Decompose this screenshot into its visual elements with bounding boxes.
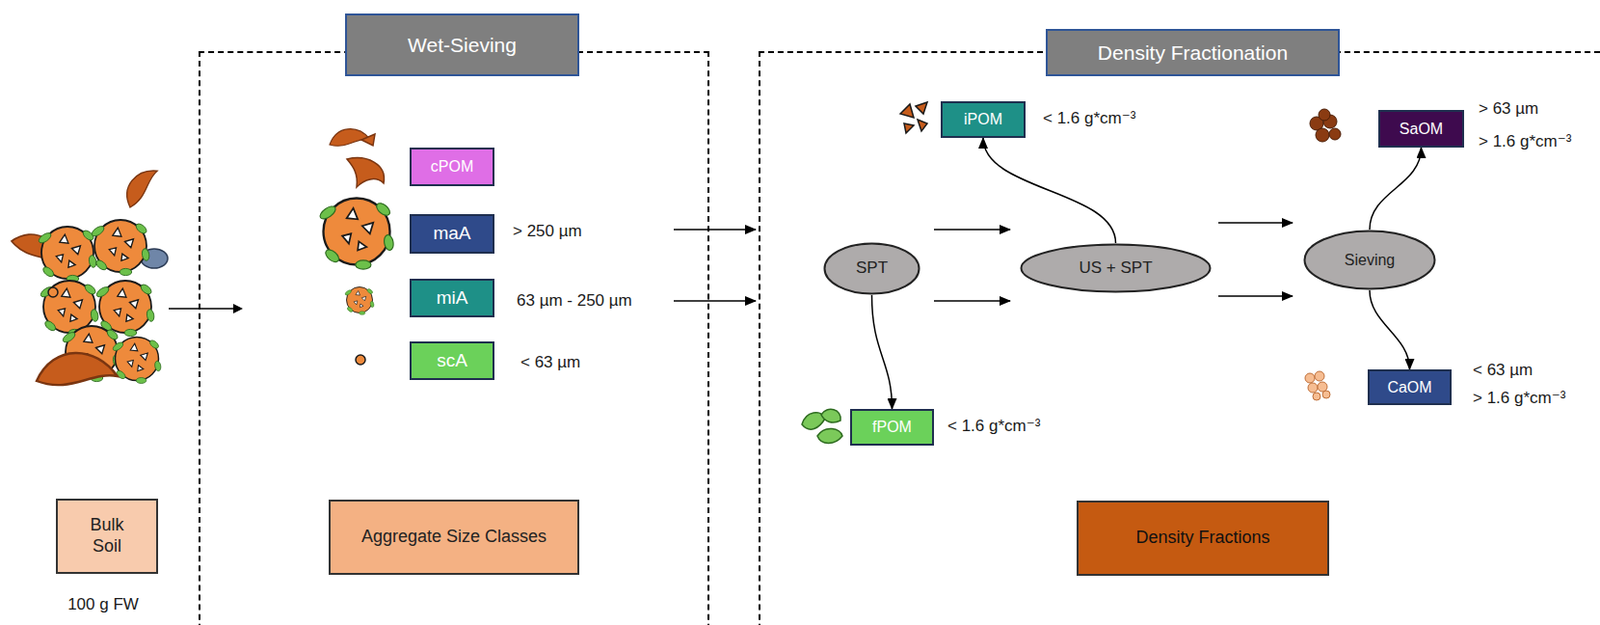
fraction-box: maA: [409, 213, 495, 254]
fraction-box: CaOM: [1367, 369, 1452, 405]
flow-arrow: [1369, 290, 1411, 370]
node-label: fPOM: [872, 417, 912, 436]
step-ellipse: SPT: [823, 241, 921, 295]
annotation-label: > 1.6 g*cm⁻³: [1470, 387, 1568, 408]
summary-box: Aggregate Size Classes: [328, 499, 580, 575]
fraction-box: iPOM: [940, 101, 1026, 138]
annotation-label: 63 µm - 250 µm: [514, 291, 635, 311]
annotation-label: > 1.6 g*cm⁻³: [1476, 131, 1574, 152]
process-region: Density FractionationiPOMSaOMSPTUS + SPT…: [758, 51, 1600, 625]
flow-arrow: [933, 228, 1011, 231]
node-label: Density Fractions: [1135, 527, 1270, 549]
annotation-label: < 1.6 g*cm⁻³: [945, 415, 1042, 436]
step-ellipse: US + SPT: [1019, 242, 1212, 294]
node-label: iPOM: [963, 109, 1003, 129]
flow-arrow: [1369, 147, 1422, 230]
region-heading: Wet-Sieving: [345, 13, 580, 77]
node-label: Bulk Soil: [78, 514, 136, 557]
node-label: SPT: [855, 258, 888, 278]
node-label: scA: [436, 349, 468, 373]
node-label: Aggregate Size Classes: [361, 526, 547, 548]
flow-arrow: [673, 228, 756, 231]
flow-arrow: [1218, 221, 1293, 224]
annotation-label: 100 g FW: [65, 594, 141, 614]
fraction-box: fPOM: [850, 408, 934, 446]
node-label: US + SPT: [1078, 258, 1152, 278]
step-ellipse: Sieving: [1303, 229, 1437, 291]
flow-arrow: [673, 299, 756, 302]
node-label: Sieving: [1344, 250, 1395, 269]
annotation-label: > 63 µm: [1476, 99, 1541, 119]
summary-box: Density Fractions: [1076, 500, 1330, 576]
source-box: Bulk Soil: [55, 498, 159, 574]
node-label: miA: [436, 287, 469, 310]
node-label: cPOM: [430, 157, 474, 176]
fraction-box: scA: [409, 341, 495, 380]
node-label: SaOM: [1399, 119, 1443, 138]
node-label: CaOM: [1386, 377, 1432, 397]
region-heading: Density Fractionation: [1045, 28, 1340, 77]
fraction-box: miA: [409, 278, 495, 318]
flow-arrow: [983, 137, 1117, 243]
fraction-box: SaOM: [1378, 109, 1465, 148]
node-label: maA: [432, 222, 471, 245]
annotation-label: < 1.6 g*cm⁻³: [1040, 107, 1138, 129]
annotation-label: > 250 µm: [510, 221, 585, 241]
flow-arrow: [872, 294, 893, 409]
annotation-label: < 63 µm: [518, 352, 583, 373]
flow-arrow: [933, 299, 1011, 302]
annotation-label: < 63 µm: [1470, 360, 1535, 380]
process-region: Wet-SievingcPOMmaAmiAscAAggregate Size C…: [198, 51, 710, 625]
flow-arrow: [1218, 294, 1293, 297]
fraction-box: cPOM: [409, 147, 495, 187]
